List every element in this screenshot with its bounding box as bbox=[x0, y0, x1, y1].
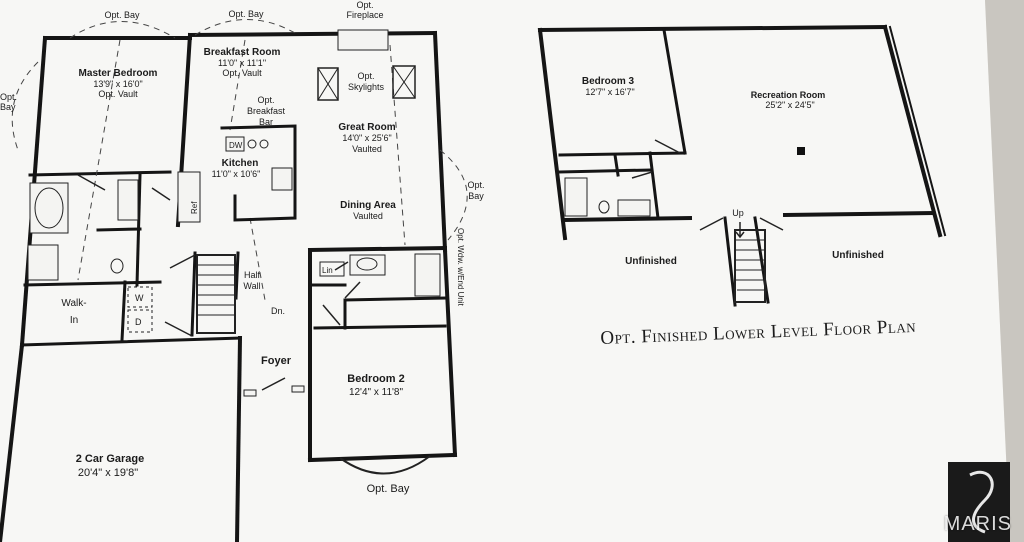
dining-area-note: Vaulted bbox=[353, 211, 383, 221]
opt-bay-right-line1: Opt. bbox=[467, 180, 484, 190]
bedroom-3-name: Bedroom 3 bbox=[582, 76, 635, 87]
foyer-name: Foyer bbox=[261, 355, 292, 367]
master-bath-fixtures bbox=[27, 179, 139, 281]
paper-edge-shadow bbox=[985, 0, 1024, 542]
door-swings bbox=[77, 174, 361, 397]
breakfast-bar-line1: Opt. bbox=[257, 95, 274, 105]
garage-size: 20'4" x 19'8" bbox=[78, 467, 138, 479]
main-level-plan: Master Bedroom 13'9" x 16'0" Opt. Vault … bbox=[0, 0, 485, 542]
breakfast-bar-line3: Bar bbox=[259, 117, 273, 127]
half-wall-line1: Half bbox=[244, 270, 261, 280]
laundry bbox=[127, 286, 153, 333]
bedroom-2-name: Bedroom 2 bbox=[347, 373, 404, 385]
opt-bay-left-line2: Bay bbox=[0, 102, 16, 112]
opt-bay-left-line1: Opt. bbox=[0, 92, 17, 102]
bedroom-3-size: 12'7" x 16'7" bbox=[585, 87, 634, 97]
end-unit-window-label: Opt. Wdw. w/End Unit bbox=[456, 228, 465, 307]
fireplace-line1: Opt. bbox=[356, 0, 373, 10]
opt-bay-master-label: Opt. Bay bbox=[104, 10, 140, 20]
main-walls bbox=[0, 30, 458, 542]
dryer-label: D bbox=[135, 317, 142, 327]
walk-in-line2: In bbox=[70, 315, 78, 326]
kitchen-name: Kitchen bbox=[222, 158, 259, 169]
master-bedroom-note: Opt. Vault bbox=[98, 89, 138, 99]
recreation-room-size: 25'2" x 24'5" bbox=[765, 100, 814, 110]
fireplace-line2: Fireplace bbox=[346, 10, 383, 20]
hall-bath-fixtures bbox=[319, 253, 441, 297]
great-room-note: Vaulted bbox=[352, 144, 382, 154]
bedroom-2-size: 12'4" x 11'8" bbox=[349, 387, 404, 398]
master-bedroom-name: Master Bedroom bbox=[79, 68, 158, 79]
lower-walls bbox=[537, 24, 947, 307]
stair-down-label: Dn. bbox=[271, 306, 285, 316]
skylights bbox=[317, 65, 416, 101]
skylights-line2: Skylights bbox=[348, 82, 385, 92]
linen-closet-label: Lin bbox=[322, 266, 333, 275]
walk-in-line1: Walk- bbox=[61, 298, 86, 309]
opt-bay-bedroom-2-label: Opt. Bay bbox=[367, 483, 410, 495]
recreation-room-name: Recreation Room bbox=[751, 90, 826, 100]
refrigerator-label: Ref bbox=[190, 201, 199, 214]
opt-bay-breakfast-label: Opt. Bay bbox=[228, 9, 264, 19]
great-room-size: 14'0" x 25'6" bbox=[342, 133, 391, 143]
lower-level-plan: Bedroom 3 12'7" x 16'7" Recreation Room … bbox=[537, 24, 947, 307]
stair-up-label: Up bbox=[732, 208, 744, 218]
garage-name: 2 Car Garage bbox=[76, 453, 144, 465]
lower-stair bbox=[734, 222, 767, 303]
builder-logo bbox=[948, 462, 1010, 542]
breakfast-room-size: 11'0" x 11'1" bbox=[218, 58, 266, 68]
great-room-name: Great Room bbox=[338, 122, 395, 133]
half-wall-line2: Wall bbox=[243, 281, 260, 291]
optional-bays bbox=[11, 19, 468, 475]
opt-bay-right-line2: Bay bbox=[468, 191, 484, 201]
kitchen-counters bbox=[177, 124, 297, 223]
dining-area-name: Dining Area bbox=[340, 200, 396, 211]
kitchen-size: 11'0" x 10'6" bbox=[212, 169, 261, 179]
lower-fixtures bbox=[564, 139, 805, 231]
master-bedroom-size: 13'9" x 16'0" bbox=[93, 79, 142, 89]
breakfast-bar-line2: Breakfast bbox=[247, 106, 286, 116]
dishwasher-label: DW bbox=[229, 141, 243, 150]
main-stair bbox=[196, 254, 236, 334]
fireplace bbox=[337, 29, 389, 51]
breakfast-room-note: Opt. Vault bbox=[222, 68, 262, 78]
skylights-line1: Opt. bbox=[357, 71, 374, 81]
watermark: MARIS bbox=[943, 513, 1012, 535]
unfinished-left-label: Unfinished bbox=[625, 256, 677, 267]
unfinished-right-label: Unfinished bbox=[832, 250, 884, 261]
breakfast-room-name: Breakfast Room bbox=[204, 47, 281, 58]
washer-label: W bbox=[135, 293, 144, 303]
